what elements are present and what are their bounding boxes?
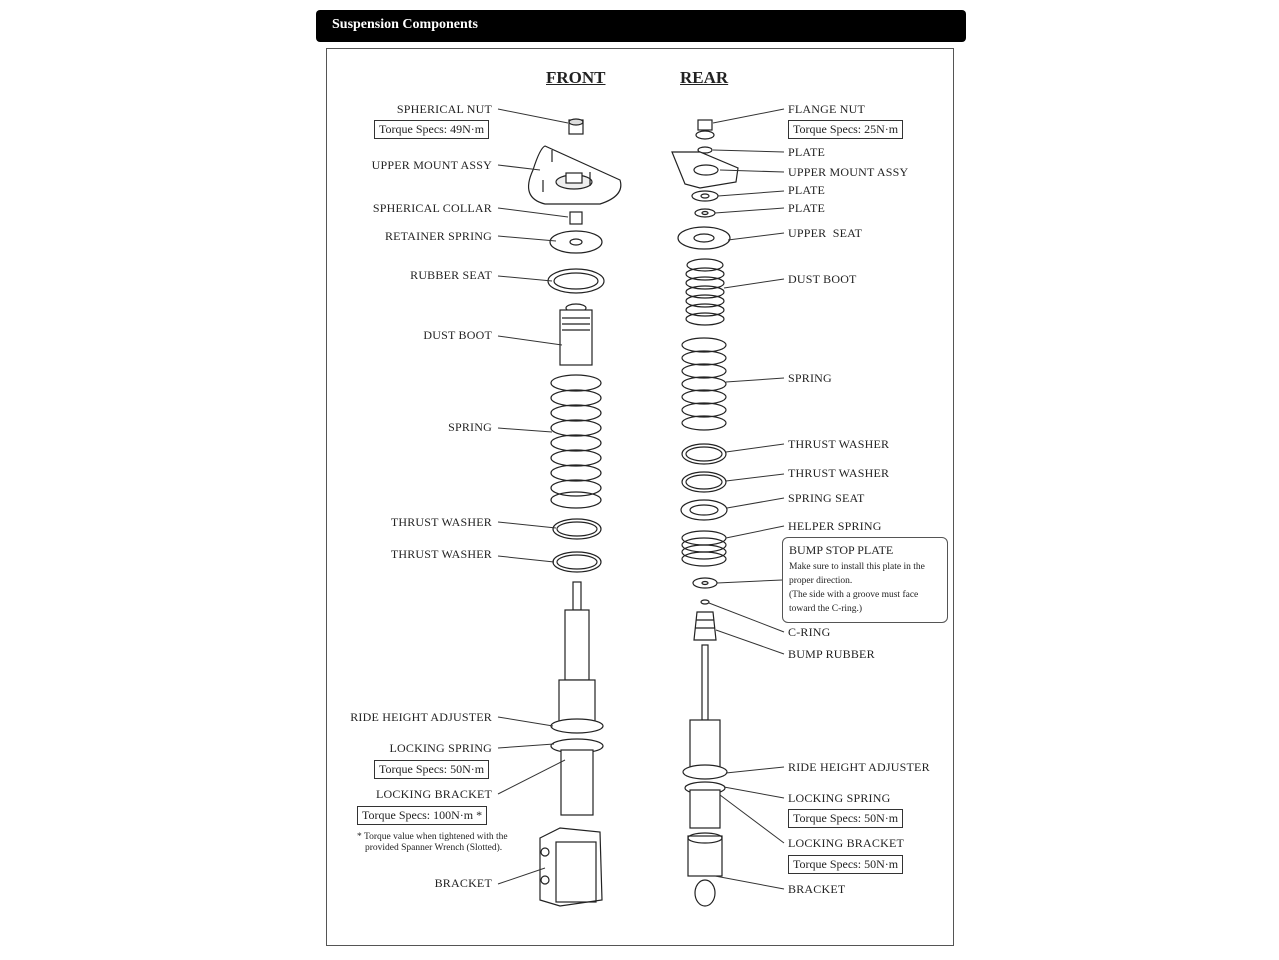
front-spring xyxy=(550,374,602,509)
front-label-locking-bracket: LOCKING BRACKET xyxy=(376,787,492,801)
bump-stop-plate-callout: BUMP STOP PLATE Make sure to install thi… xyxy=(782,537,948,623)
front-label-rubber-seat: RUBBER SEAT xyxy=(410,268,492,282)
rear-label-bump-rubber: BUMP RUBBER xyxy=(788,647,875,661)
rear-upper-seat xyxy=(677,226,731,250)
rear-damper xyxy=(682,644,728,829)
front-torque-note-2: provided Spanner Wrench (Slotted). xyxy=(365,843,503,853)
rear-plate-1 xyxy=(697,146,713,154)
rear-label-ride-height-adjuster: RIDE HEIGHT ADJUSTER xyxy=(788,760,930,774)
rear-label-thrust-washer-2: THRUST WASHER xyxy=(788,466,890,480)
rear-torque-flange-nut: Torque Specs: 25N·m xyxy=(788,120,904,139)
bump-stop-note-3: (The side with a groove must face xyxy=(789,590,919,600)
rear-spring-seat xyxy=(680,499,728,521)
diagram-frame xyxy=(326,48,954,946)
leader-lines xyxy=(497,108,785,890)
rear-c-ring xyxy=(700,599,710,605)
bump-stop-note-1: Make sure to install this plate in the xyxy=(789,562,925,572)
rear-torque-locking-bracket: Torque Specs: 50N·m xyxy=(788,855,904,874)
rear-heading: REAR xyxy=(680,68,729,87)
rear-label-plate-2: PLATE xyxy=(788,183,825,197)
rear-label-upper-mount: UPPER MOUNT ASSY xyxy=(788,165,909,179)
front-rubber-seat xyxy=(547,268,605,294)
front-bracket xyxy=(539,827,603,907)
rear-bump-rubber xyxy=(693,611,717,641)
rear-torque-locking-spring: Torque Specs: 50N·m xyxy=(788,809,904,828)
bump-stop-note-4: toward the C-ring.) xyxy=(789,604,863,614)
front-heading: FRONT xyxy=(546,68,606,87)
front-thrust-washers xyxy=(552,518,602,573)
front-label-thrust-washer-1: THRUST WASHER xyxy=(390,515,492,529)
rear-label-flange-nut: FLANGE NUT xyxy=(788,102,865,116)
front-torque-note-1: * Torque value when tightened with the xyxy=(357,832,508,842)
front-label-spring: SPRING xyxy=(448,420,492,434)
front-torque-locking-bracket: Torque Specs: 100N·m * xyxy=(357,806,488,825)
front-dust-boot xyxy=(559,303,593,366)
front-label-bracket: BRACKET xyxy=(434,876,492,890)
bump-stop-plate-title: BUMP STOP PLATE xyxy=(789,543,894,557)
front-label-spherical-collar: SPHERICAL COLLAR xyxy=(372,201,492,215)
rear-flange-nut xyxy=(695,119,715,140)
front-label-retainer-spring: RETAINER SPRING xyxy=(384,229,492,243)
rear-bump-stop-plate xyxy=(692,577,718,589)
rear-label-locking-spring: LOCKING SPRING xyxy=(788,791,891,805)
bump-stop-note-2: proper direction. xyxy=(789,576,853,586)
front-label-thrust-washer-2: THRUST WASHER xyxy=(390,547,492,561)
rear-label-plate-3: PLATE xyxy=(788,201,825,215)
front-torque-locking-spring: Torque Specs: 50N·m xyxy=(374,760,490,779)
rear-label-dust-boot: DUST BOOT xyxy=(788,272,857,286)
front-retainer-spring xyxy=(549,230,603,254)
rear-bracket xyxy=(687,832,723,907)
rear-label-bracket: BRACKET xyxy=(788,882,846,896)
front-spherical-nut xyxy=(568,118,584,135)
front-label-upper-mount: UPPER MOUNT ASSY xyxy=(371,158,492,172)
front-label-ride-height-adjuster: RIDE HEIGHT ADJUSTER xyxy=(350,710,492,724)
front-torque-spherical-nut: Torque Specs: 49N·m xyxy=(374,120,490,139)
rear-label-plate-1: PLATE xyxy=(788,145,825,159)
front-damper xyxy=(550,581,604,816)
rear-plates xyxy=(691,190,719,218)
page-title: Suspension Components xyxy=(332,17,478,32)
front-spherical-collar xyxy=(569,211,583,225)
rear-upper-mount xyxy=(671,151,739,189)
rear-label-locking-bracket: LOCKING BRACKET xyxy=(788,836,904,850)
rear-label-helper-spring: HELPER SPRING xyxy=(788,519,882,533)
front-label-locking-spring: LOCKING SPRING xyxy=(389,741,492,755)
rear-label-spring: SPRING xyxy=(788,371,832,385)
front-label-spherical-nut: SPHERICAL NUT xyxy=(396,102,492,116)
rear-spring xyxy=(681,337,727,431)
front-label-dust-boot: DUST BOOT xyxy=(423,328,492,342)
front-upper-mount xyxy=(527,145,622,205)
rear-helper-spring xyxy=(681,530,727,567)
rear-label-spring-seat: SPRING SEAT xyxy=(788,491,865,505)
rear-label-upper-seat: UPPER SEAT xyxy=(788,226,863,240)
rear-dust-boot xyxy=(685,258,725,326)
rear-thrust-washers xyxy=(681,443,727,493)
rear-label-thrust-washer-1: THRUST WASHER xyxy=(788,437,890,451)
rear-label-c-ring: C-RING xyxy=(788,625,831,639)
title-banner: Suspension Components xyxy=(316,10,966,42)
